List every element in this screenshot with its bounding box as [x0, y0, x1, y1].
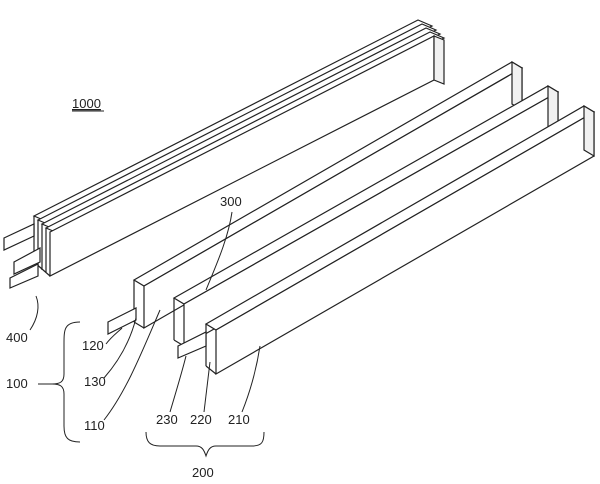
- assembled-stack-1000: [3, 19, 446, 289]
- label-100: 100: [6, 376, 28, 391]
- label-220: 220: [190, 412, 212, 427]
- label-110: 110: [84, 418, 105, 433]
- label-400: 400: [6, 330, 28, 345]
- label-200: 200: [192, 465, 214, 480]
- label-120: 120: [82, 338, 104, 353]
- label-130: 130: [84, 374, 106, 389]
- label-300: 300: [220, 194, 242, 209]
- label-210: 210: [228, 412, 250, 427]
- element-200: [177, 104, 596, 376]
- label-230: 230: [156, 412, 178, 427]
- assembly-label-1000: 1000: [72, 96, 101, 111]
